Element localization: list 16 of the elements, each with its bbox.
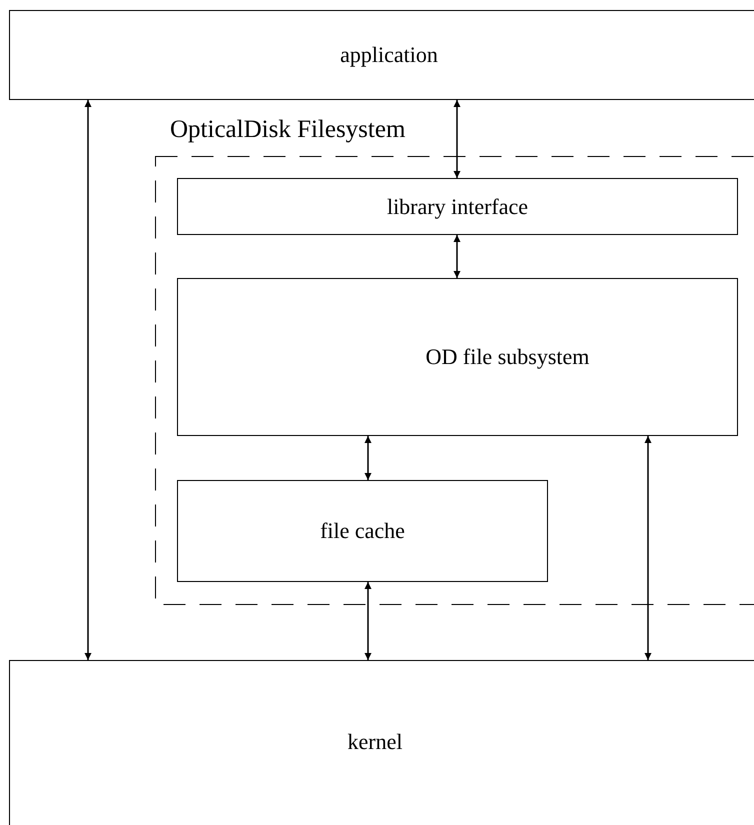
process-box: [9, 660, 754, 825]
double-arrow: [454, 100, 460, 178]
double-arrow: [364, 582, 372, 660]
process-box: [177, 178, 738, 235]
double-arrow: [644, 436, 652, 660]
box-label: kernel: [348, 729, 402, 755]
box-label: OD file subsystem: [426, 344, 590, 370]
double-arrow: [454, 235, 460, 278]
process-box: [9, 10, 754, 100]
process-box: [177, 480, 548, 582]
box-label: application: [340, 42, 438, 68]
box-label: library interface: [386, 194, 528, 220]
double-arrow: [364, 436, 372, 480]
box-label: file cache: [320, 518, 405, 544]
process-box: [177, 278, 738, 436]
double-arrow: [84, 100, 92, 660]
